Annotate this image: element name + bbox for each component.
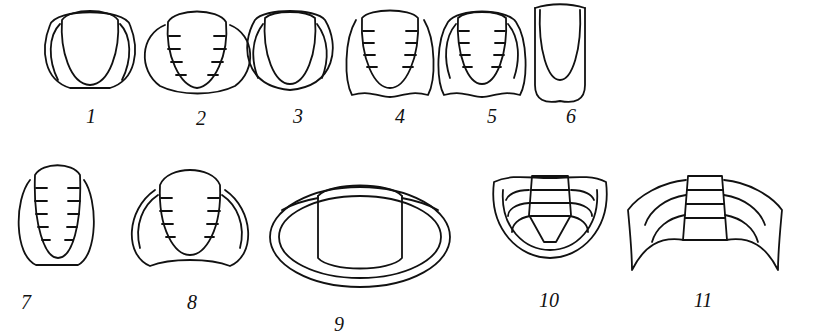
figure-number: 5 (487, 106, 497, 126)
pygidium-outline (270, 186, 450, 288)
figure-number: 4 (395, 106, 405, 126)
pygidium-outline (346, 11, 433, 98)
figure-number: 10 (539, 290, 559, 310)
figure-number: 3 (293, 106, 303, 126)
figure-number: 11 (694, 290, 713, 310)
pygidium-outline (438, 12, 525, 98)
pygidium-outline (45, 11, 135, 88)
figure-number: 9 (334, 314, 344, 334)
figure-number: 7 (21, 292, 31, 312)
pygidium-outline (535, 4, 585, 102)
pygidium-outline (493, 176, 606, 258)
pygidium-outline (132, 170, 248, 266)
figure-number: 1 (86, 106, 96, 126)
figure-number: 8 (187, 292, 197, 312)
pygidium-outline (247, 11, 333, 90)
pygidium-outline (145, 12, 250, 94)
figure-number: 6 (566, 106, 576, 126)
pygidium-outline (19, 165, 94, 265)
figure-number: 2 (196, 108, 206, 128)
pygidium-outline (628, 176, 782, 270)
